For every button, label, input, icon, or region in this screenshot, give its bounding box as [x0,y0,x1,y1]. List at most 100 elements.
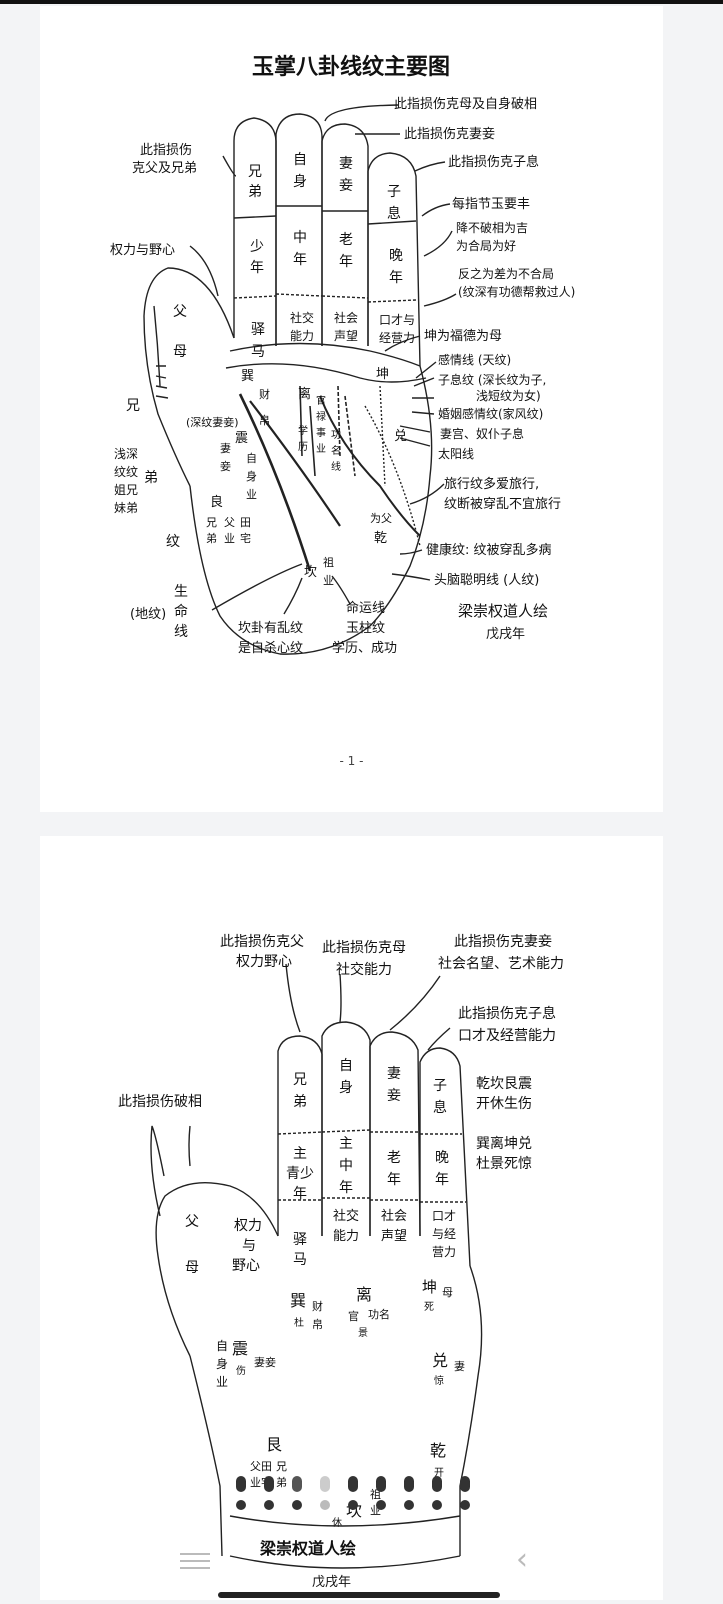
note-fate-1: 命运线 [346,600,385,616]
palm-kun: 坤 [376,367,389,382]
p2-note-r-d1: 巽离坤兑 [476,1135,532,1152]
p2-finger2-top: 自 [339,1058,353,1074]
p2-note-r-c2: 开休生伤 [476,1096,532,1112]
p2-finger3-top: 妻 [387,1066,401,1082]
palm-wei-fu: 为父 [370,512,392,525]
finger1-top2: 弟 [248,184,262,200]
finger2-outline-4 [419,1047,471,1267]
note-shallow-4: 妹弟 [114,501,138,515]
p2-finger4-base: 口才 [432,1209,456,1223]
palm-dui: 兑 [394,429,407,444]
palm-zi: 自 [246,452,257,465]
finger4-mid2: 年 [389,270,403,286]
finger1-mid2: 年 [250,260,264,276]
finger-outline-2 [275,113,323,346]
note-right-h: 感情线 (天纹) [438,352,511,367]
palm-tian: 田 [240,516,251,529]
p2-finger3-base2: 声望 [381,1228,407,1244]
note-xiong: 兄 [126,398,140,414]
note-right-o: 头脑聪明线 (人纹) [434,573,539,588]
p2-note-power-3: 野心 [232,1258,260,1274]
finger1-base2: 马 [251,344,265,360]
indicator-dot [348,1476,358,1492]
p2-note-a1: 此指损伤克父 [220,934,304,950]
note-right-e1: 降不破相为吉 [456,220,528,235]
p2-finger2-top2: 身 [339,1080,353,1096]
finger2-mid: 中 [293,230,307,246]
p2-palm-gen: 艮 [266,1435,282,1454]
page-indicator-dots [236,1476,486,1512]
palm-shi: 事 [316,426,326,439]
note-right-f1: 反之为差为不合局 [458,266,554,281]
note-right-a: 此指损伤克母及自身破相 [394,96,537,112]
p2-finger4-mid: 晚 [435,1150,449,1166]
indicator-dot [404,1500,414,1510]
finger3-mid: 老 [339,232,353,248]
finger3-base2: 声望 [334,329,358,343]
palm-qi: 妻 [220,442,231,455]
p2-palm-qi: 妻 [454,1360,465,1373]
signature-line-1: 梁崇权道人绘 [458,602,548,620]
indicator-dot [432,1476,442,1492]
status-bar-edge [0,0,723,4]
palm-li: 离 [298,386,311,402]
p2-palm-si: 死 [424,1302,434,1313]
menu-icon[interactable] [180,1548,210,1570]
palm-diagram-1: 玉掌八卦线纹主要图 兄 弟 少 年 驿 马 自 身 中 年 社交 能力 妻 妾 … [110,54,575,656]
palm-fu: 父 [224,516,235,529]
p2-finger3-mid: 老 [387,1150,401,1166]
finger4-top2: 息 [387,205,401,222]
p2-palm-xun: 巽 [290,1291,306,1310]
p2-thumb-a: 父 [185,1214,199,1230]
p2-note-r-b1: 此指损伤克子息 [458,1005,556,1022]
finger3-top2: 妾 [339,178,353,194]
palm-qie: 妾 [220,459,231,473]
indicator-dot [460,1500,470,1510]
palm-cai: 财 [259,387,270,401]
indicator-dot [236,1500,246,1510]
p2-palm-futian: 父田 [250,1460,272,1473]
back-chevron-icon[interactable]: ‹ [516,1542,528,1577]
finger3-mid2: 年 [339,254,353,270]
p2-palm-guan: 官 [348,1309,359,1323]
p2-signature-2: 戊戌年 [312,1575,351,1590]
p2-note-a2: 权力野心 [236,954,292,970]
note-fate-3: 学历、成功 [332,640,397,656]
palm-lu: 禄 [316,410,326,423]
note-right-n: 健康纹: 纹被穿乱多病 [426,542,552,558]
p2-thumb-b: 母 [185,1260,199,1276]
indicator-dot [292,1500,302,1510]
thumb2-outline [155,1181,279,1357]
note-wen: 纹 [166,534,180,550]
p2-palm-zi: 自 [216,1339,228,1353]
p2-finger4-base2: 与经 [432,1227,456,1241]
p2-palm-li: 离 [356,1285,372,1304]
p2-finger1-top2: 弟 [293,1094,307,1110]
palm-guan: 官 [316,394,326,407]
note-shallow-1: 浅深 [114,447,138,461]
palm-ye: 业 [246,488,257,501]
palm-xiong: 兄 [206,516,217,529]
p2-note-r-a2: 社会名望、艺术能力 [438,956,564,972]
note-right-l: 太阳线 [438,446,474,461]
page-number: - 1 - [339,754,364,768]
p2-note-b1: 此指损伤克母 [322,940,406,956]
finger4-base2: 经营力 [379,331,415,345]
p2-palm-xiu: 休 [332,1517,342,1529]
finger1-mid: 少 [250,239,264,255]
note-right-i1: 子息纹 (深长纹为子, [438,372,546,387]
indicator-dot [320,1500,330,1510]
home-indicator[interactable] [218,1592,500,1598]
p2-note-r-d2: 杜景死惊 [476,1156,532,1172]
note-right-e2: 为合局为好 [456,238,516,253]
indicator-dot [348,1500,358,1510]
p2-palm-du: 杜 [294,1316,304,1329]
p2-finger1-mid: 主 [293,1146,307,1162]
p2-palm-jing: 景 [358,1327,368,1339]
heart-line [319,395,421,537]
p2-palm-jing2: 惊 [434,1374,444,1387]
finger2-mid2: 年 [293,252,307,268]
thumb-outline [143,267,235,487]
document-page-2: 此指损伤克父 权力野心 此指损伤克母 社交能力 此指损伤破相 权力 与 野心 此… [40,836,663,1600]
p2-palm-mu: 母 [442,1286,453,1299]
